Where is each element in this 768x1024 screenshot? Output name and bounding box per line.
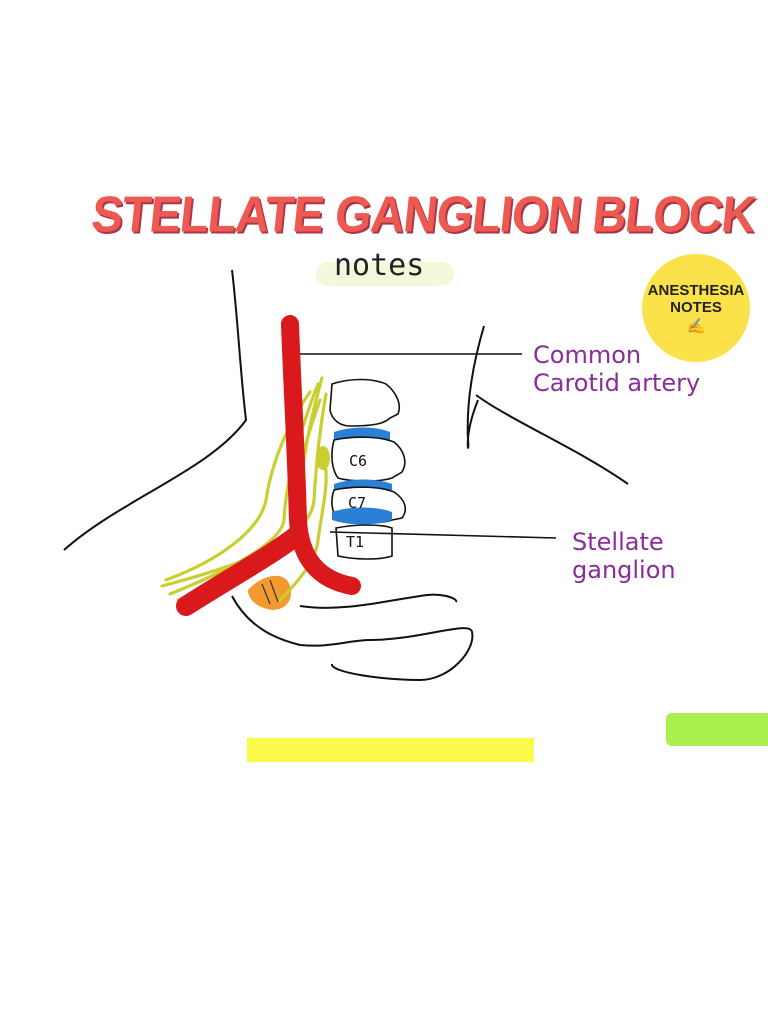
- rib-outline: [231, 595, 474, 682]
- neck-outline-right: [466, 325, 629, 485]
- ganglion-node-middle: [316, 446, 330, 470]
- disc-c7-t1: [332, 507, 392, 525]
- neck-outline-left: [63, 269, 248, 551]
- label-stellate-ganglion: Stellate ganglion: [572, 528, 676, 584]
- yellow-highlight-bar: [247, 738, 534, 762]
- vertebra-label-c7: C7: [348, 494, 366, 512]
- ganglion-shape: [248, 575, 292, 610]
- diagram-subtitle: notes: [334, 248, 425, 283]
- vertebra-c6: [331, 436, 406, 482]
- vertebra-label-t1: T1: [346, 533, 364, 551]
- vertebral-column: [329, 378, 407, 560]
- vertebra-upper: [329, 378, 401, 427]
- subtitle-highlight: [316, 262, 454, 286]
- vertebra-label-c6: C6: [349, 452, 367, 470]
- leader-line-stellate: [329, 531, 557, 539]
- badge-line1: ANESTHESIA: [647, 281, 745, 299]
- label-common-carotid-line1: Common: [533, 341, 642, 369]
- clavicle-outline: [299, 593, 458, 609]
- writing-hand-icon: ✍: [686, 317, 706, 335]
- anesthesia-notes-badge: ANESTHESIA NOTES ✍: [642, 254, 750, 362]
- green-highlight-bar: [666, 713, 768, 746]
- label-common-carotid-artery: Common Carotid artery: [533, 341, 700, 397]
- label-common-carotid-line2: Carotid artery: [533, 369, 701, 397]
- badge-line2: NOTES: [670, 298, 722, 316]
- ganglion-fibers: [261, 579, 279, 605]
- common-carotid-artery: [176, 315, 361, 616]
